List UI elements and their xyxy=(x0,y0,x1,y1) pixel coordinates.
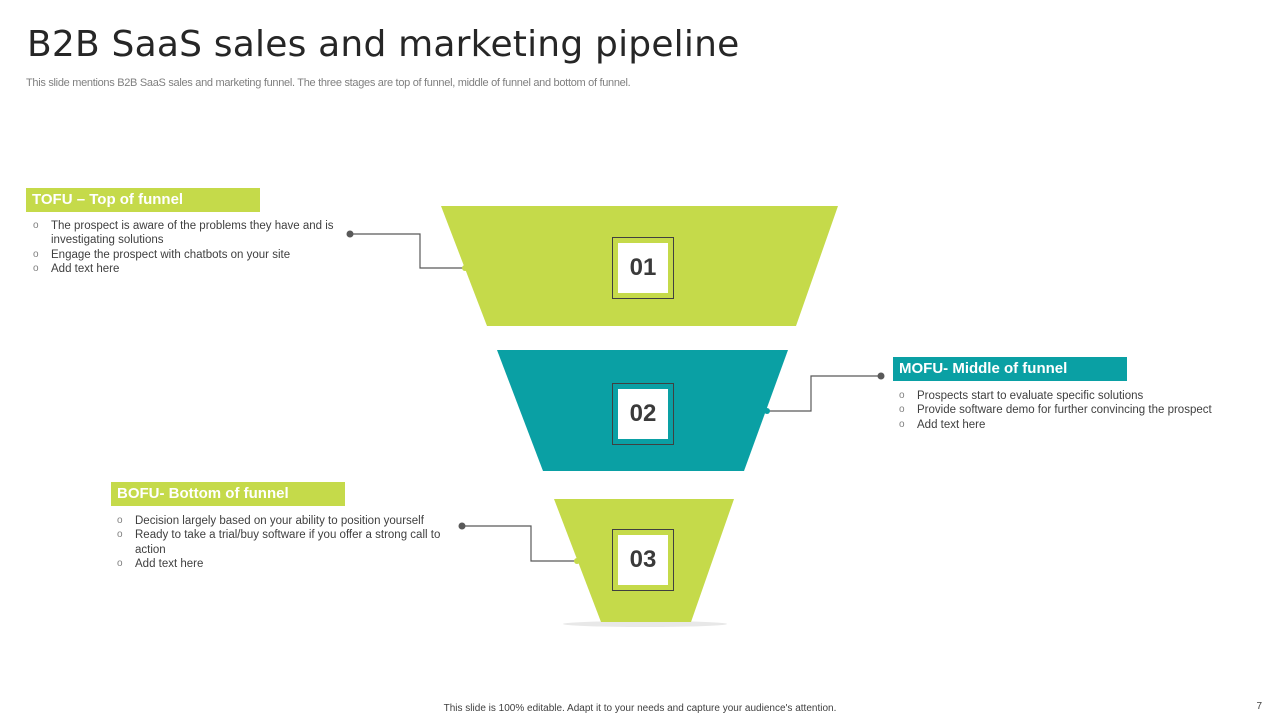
slide-footer: This slide is 100% editable. Adapt it to… xyxy=(443,703,837,714)
stage-number-box-02: 02 xyxy=(612,383,674,445)
mofu-header: MOFU- Middle of funnel xyxy=(893,357,1127,381)
circle-outline-bullet-icon: o xyxy=(117,515,123,526)
slide-title: B2B SaaS sales and marketing pipeline xyxy=(27,24,740,65)
bofu-header: BOFU- Bottom of funnel xyxy=(111,482,345,506)
circle-outline-bullet-icon: o xyxy=(899,418,905,430)
stage-number: 03 xyxy=(618,535,668,585)
circle-outline-bullet-icon: o xyxy=(117,529,123,541)
stage-number-box-01: 01 xyxy=(612,237,674,299)
stage-number-box-03: 03 xyxy=(612,529,674,591)
connector-tofu xyxy=(346,230,468,271)
circle-outline-bullet-icon: o xyxy=(33,248,39,260)
circle-outline-bullet-icon: o xyxy=(899,404,905,416)
page-number: 7 xyxy=(1256,701,1262,712)
funnel-shadow xyxy=(563,621,727,627)
circle-outline-bullet-icon: o xyxy=(117,557,123,569)
connector-mofu xyxy=(764,372,885,414)
tofu-header: TOFU – Top of funnel xyxy=(26,188,260,212)
stage-number: 02 xyxy=(618,389,668,439)
slide-subtitle: This slide mentions B2B SaaS sales and m… xyxy=(26,77,631,89)
connector-bofu xyxy=(458,522,580,564)
circle-outline-bullet-icon: o xyxy=(33,262,39,274)
stage-number: 01 xyxy=(618,243,668,293)
circle-outline-bullet-icon: o xyxy=(899,390,905,401)
circle-outline-bullet-icon: o xyxy=(33,220,39,231)
